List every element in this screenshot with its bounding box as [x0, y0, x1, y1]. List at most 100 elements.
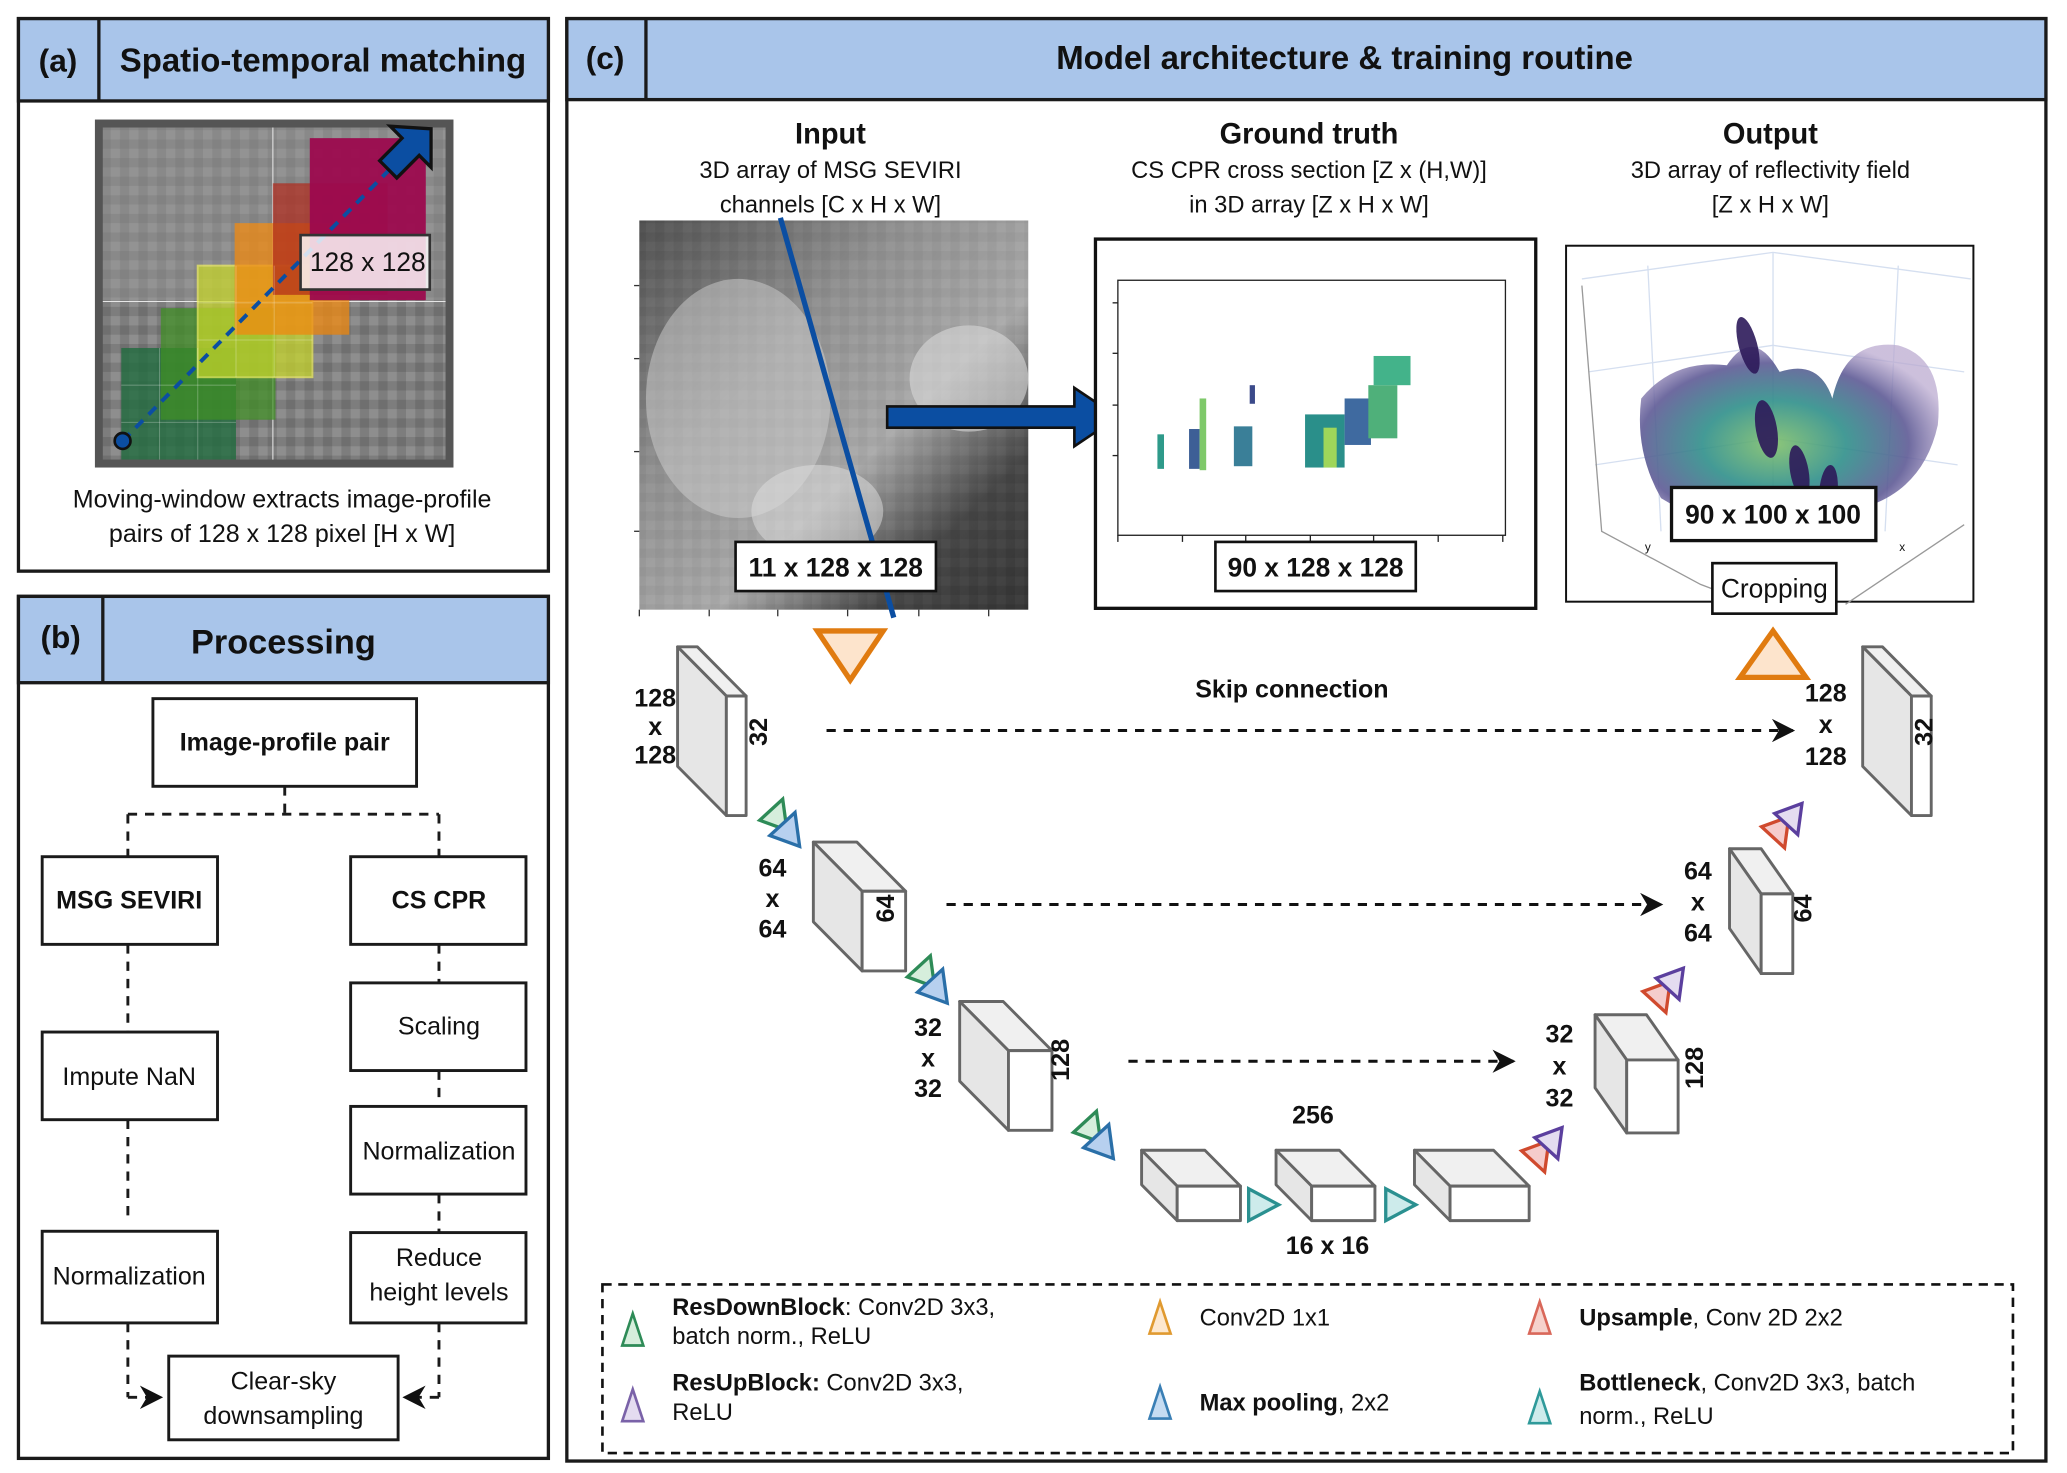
reflectivity-profile	[1157, 355, 1411, 471]
encoder-height-3: 32	[914, 1014, 942, 1042]
cs-cpr-box	[349, 855, 528, 946]
normalization-left-label: Normalization	[53, 1262, 206, 1290]
decoder-channels-1: 32	[1911, 718, 1939, 746]
ground-truth-desc-2: in 3D array [Z x H x W]	[1189, 191, 1429, 218]
clear-sky-label-2: downsampling	[203, 1402, 363, 1430]
legend-text-1: Upsample, Conv 2D 2x2	[1579, 1304, 1843, 1331]
encoder-channels-3: 128	[1047, 1039, 1075, 1081]
max-pool-icon-1	[766, 809, 802, 849]
output-3d-plot: 90 x 100 x 100 y x Cropping	[1565, 244, 1975, 615]
ground-truth-title: Ground truth	[1220, 118, 1399, 150]
encoder-block-3	[958, 1000, 1054, 1132]
res-down-icon-3	[1070, 1107, 1103, 1145]
clear-sky-box	[167, 1354, 400, 1442]
panel-c: (c) Model architecture & training routin…	[565, 16, 2048, 1463]
panel-c-tag: (c)	[586, 40, 625, 76]
decoder-height-3: 32	[1546, 1021, 1574, 1049]
satellite-map: 128 x 128	[94, 119, 454, 468]
axis-y-label: y	[1645, 540, 1651, 554]
ground-truth-plot: 90 x 128 x 128	[1093, 237, 1538, 610]
cropping-label: Cropping	[1721, 574, 1828, 604]
output-desc-2: [Z x H x W]	[1712, 191, 1829, 218]
res-up-icon-1	[1531, 1125, 1565, 1163]
encoder-times-1: x	[648, 713, 662, 741]
encoder-times-3: x	[921, 1044, 935, 1072]
panel-b-header	[16, 594, 551, 685]
max-pool-icon-2	[914, 965, 950, 1006]
normalization-right-label: Normalization	[362, 1137, 515, 1165]
encoder-channels-2: 64	[872, 894, 900, 922]
panel-a: (a) Spatio-temporal matching	[16, 16, 551, 573]
legend-text-1: Bottleneck, Conv2D 3x3, batch	[1579, 1370, 1915, 1397]
window-size-badge	[299, 233, 432, 291]
input-dims-label: 11 x 128 x 128	[749, 552, 923, 582]
encoder-height-2: 64	[759, 855, 787, 883]
legend-triangle-icon	[1147, 1382, 1173, 1420]
panel-a-caption-2: pairs of 128 x 128 pixel [H x W]	[109, 520, 455, 548]
msg-seviri-label: MSG SEVIRI	[56, 886, 202, 914]
bottleneck-block-3	[1413, 1148, 1531, 1223]
bottleneck-size: 16 x 16	[1286, 1232, 1370, 1260]
encoder-block-2	[811, 840, 908, 973]
cs-cpr-label: CS CPR	[392, 886, 487, 914]
bottleneck-channels: 256	[1292, 1102, 1334, 1130]
conv1x1-in-icon	[812, 628, 889, 685]
decoder-block-3	[1593, 1013, 1680, 1135]
encoder-times-2: x	[766, 885, 780, 913]
res-up-icon-3	[1771, 800, 1804, 838]
legend-text-2: batch norm., ReLU	[672, 1323, 871, 1350]
legend-item: ResUpBlock: Conv2D 3x3,ReLU	[620, 1370, 963, 1426]
legend-item: Conv2D 1x1	[1147, 1297, 1330, 1335]
decoder-width-3: 32	[1546, 1084, 1574, 1112]
truth-dims-label: 90 x 128 x 128	[1228, 552, 1404, 582]
impute-nan-label: Impute NaN	[62, 1063, 196, 1091]
panel-b-tag: (b)	[40, 619, 80, 655]
direction-arrow-icon	[377, 124, 433, 181]
legend-text-2: ReLU	[672, 1399, 733, 1426]
legend-item: Upsample, Conv 2D 2x2	[1527, 1297, 1843, 1335]
max-pool-icon-3	[1080, 1121, 1116, 1162]
encoder-height-1: 128	[634, 685, 676, 713]
upsample-icon-3	[1758, 814, 1791, 852]
decoder-width-2: 64	[1684, 920, 1712, 948]
panel-c-title: Model architecture & training routine	[1056, 40, 1633, 77]
reduce-label-2: height levels	[369, 1278, 508, 1306]
conv1x1-out-icon	[1734, 626, 1812, 681]
output-title: Output	[1723, 118, 1818, 150]
clear-sky-label-1: Clear-sky	[231, 1367, 337, 1395]
upsample-icon-1	[1518, 1138, 1551, 1176]
decoder-height-2: 64	[1684, 857, 1712, 885]
skip-connection-label: Skip connection	[1195, 675, 1388, 703]
res-up-icon-2	[1652, 965, 1686, 1003]
input-title: Input	[795, 118, 866, 150]
decoder-channels-2: 64	[1789, 894, 1817, 922]
legend-triangle-icon	[620, 1309, 646, 1347]
bottleneck-op-icon-1	[1246, 1186, 1283, 1224]
start-point-icon	[113, 431, 132, 451]
root-box	[151, 697, 419, 788]
legend-triangle-icon	[1147, 1297, 1173, 1335]
legend-item: Max pooling, 2x2	[1147, 1382, 1390, 1420]
window-size-label: 128 x 128	[310, 247, 426, 277]
panel-a-header	[16, 16, 551, 103]
cropping-box	[1711, 561, 1838, 615]
panel-c-header	[565, 16, 2048, 102]
output-dims-label: 90 x 100 x 100	[1685, 499, 1861, 529]
decoder-times-3: x	[1553, 1052, 1567, 1080]
legend-text-1: Max pooling, 2x2	[1200, 1389, 1390, 1416]
decoder-times-2: x	[1691, 888, 1705, 916]
normalization-right-box	[349, 1104, 528, 1196]
encoder-width-2: 64	[759, 916, 787, 944]
panel-b: (b) Processing Im	[16, 594, 551, 1461]
encoder-block-1	[676, 645, 748, 817]
decoder-block-2	[1728, 847, 1795, 976]
encoder-width-3: 32	[914, 1075, 942, 1103]
legend-text-1: ResUpBlock: Conv2D 3x3,	[672, 1370, 963, 1397]
res-down-icon-1	[756, 795, 789, 833]
panel-a-tag: (a)	[39, 43, 78, 79]
bottleneck-block-1	[1140, 1148, 1242, 1223]
bottleneck-block-2	[1274, 1148, 1377, 1223]
input-desc-1: 3D array of MSG SEVIRI	[699, 157, 961, 184]
